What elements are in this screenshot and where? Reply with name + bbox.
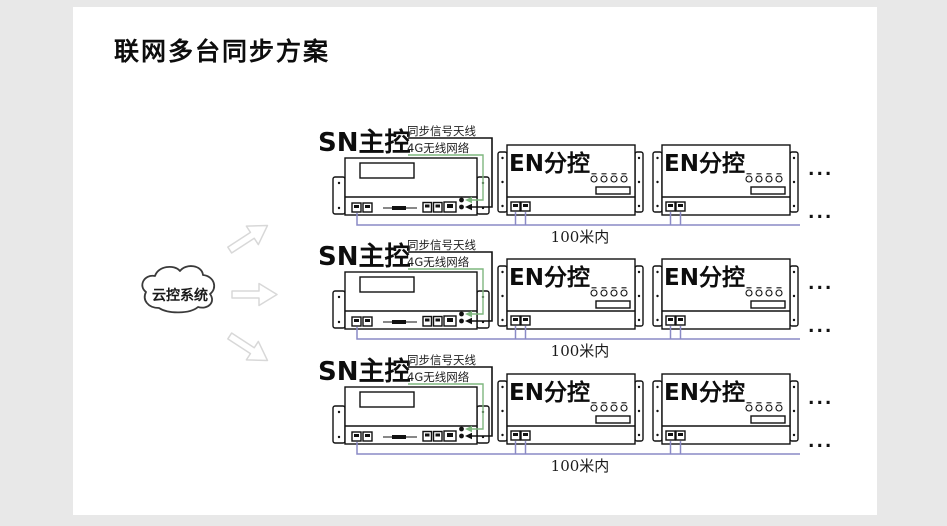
more-devices-ellipsis: ... [808, 389, 834, 409]
arrow-down-right-icon [222, 324, 277, 373]
sn-master-label: SN主控 [318, 128, 411, 158]
wireless-4g-label: 4G无线网络 [407, 141, 470, 155]
cloud-icon [141, 265, 216, 314]
cloud-shape [134, 256, 226, 320]
distance-label: 100米内 [550, 342, 610, 360]
more-devices-ellipsis: ... [808, 317, 834, 337]
wireless-4g-label: 4G无线网络 [407, 255, 470, 269]
sync-antenna-label: 同步信号天线 [407, 353, 476, 367]
distance-label: 100米内 [550, 457, 610, 475]
sync-antenna-label: 同步信号天线 [407, 238, 476, 252]
en-slave-label-2: EN分控 [664, 380, 745, 406]
en-slave-label-2: EN分控 [664, 151, 745, 177]
more-devices-ellipsis: ... [808, 274, 834, 294]
more-devices-ellipsis: ... [808, 160, 834, 180]
page-title: 联网多台同步方案 [114, 37, 331, 66]
en-slave-label-2: EN分控 [664, 265, 745, 291]
sync-antenna-label: 同步信号天线 [407, 124, 476, 138]
more-devices-ellipsis: ... [808, 203, 834, 223]
arrow-up-right-icon [222, 213, 277, 262]
distance-label: 100米内 [550, 228, 610, 246]
en-slave-label-1: EN分控 [509, 151, 590, 177]
more-devices-ellipsis: ... [808, 432, 834, 452]
cloud-system-label: 云控系统 [152, 288, 208, 304]
arrow-right-icon [231, 281, 279, 308]
en-slave-label-1: EN分控 [509, 380, 590, 406]
sn-master-label: SN主控 [318, 357, 411, 387]
sn-master-label: SN主控 [318, 242, 411, 272]
en-slave-label-1: EN分控 [509, 265, 590, 291]
wireless-4g-label: 4G无线网络 [407, 370, 470, 384]
